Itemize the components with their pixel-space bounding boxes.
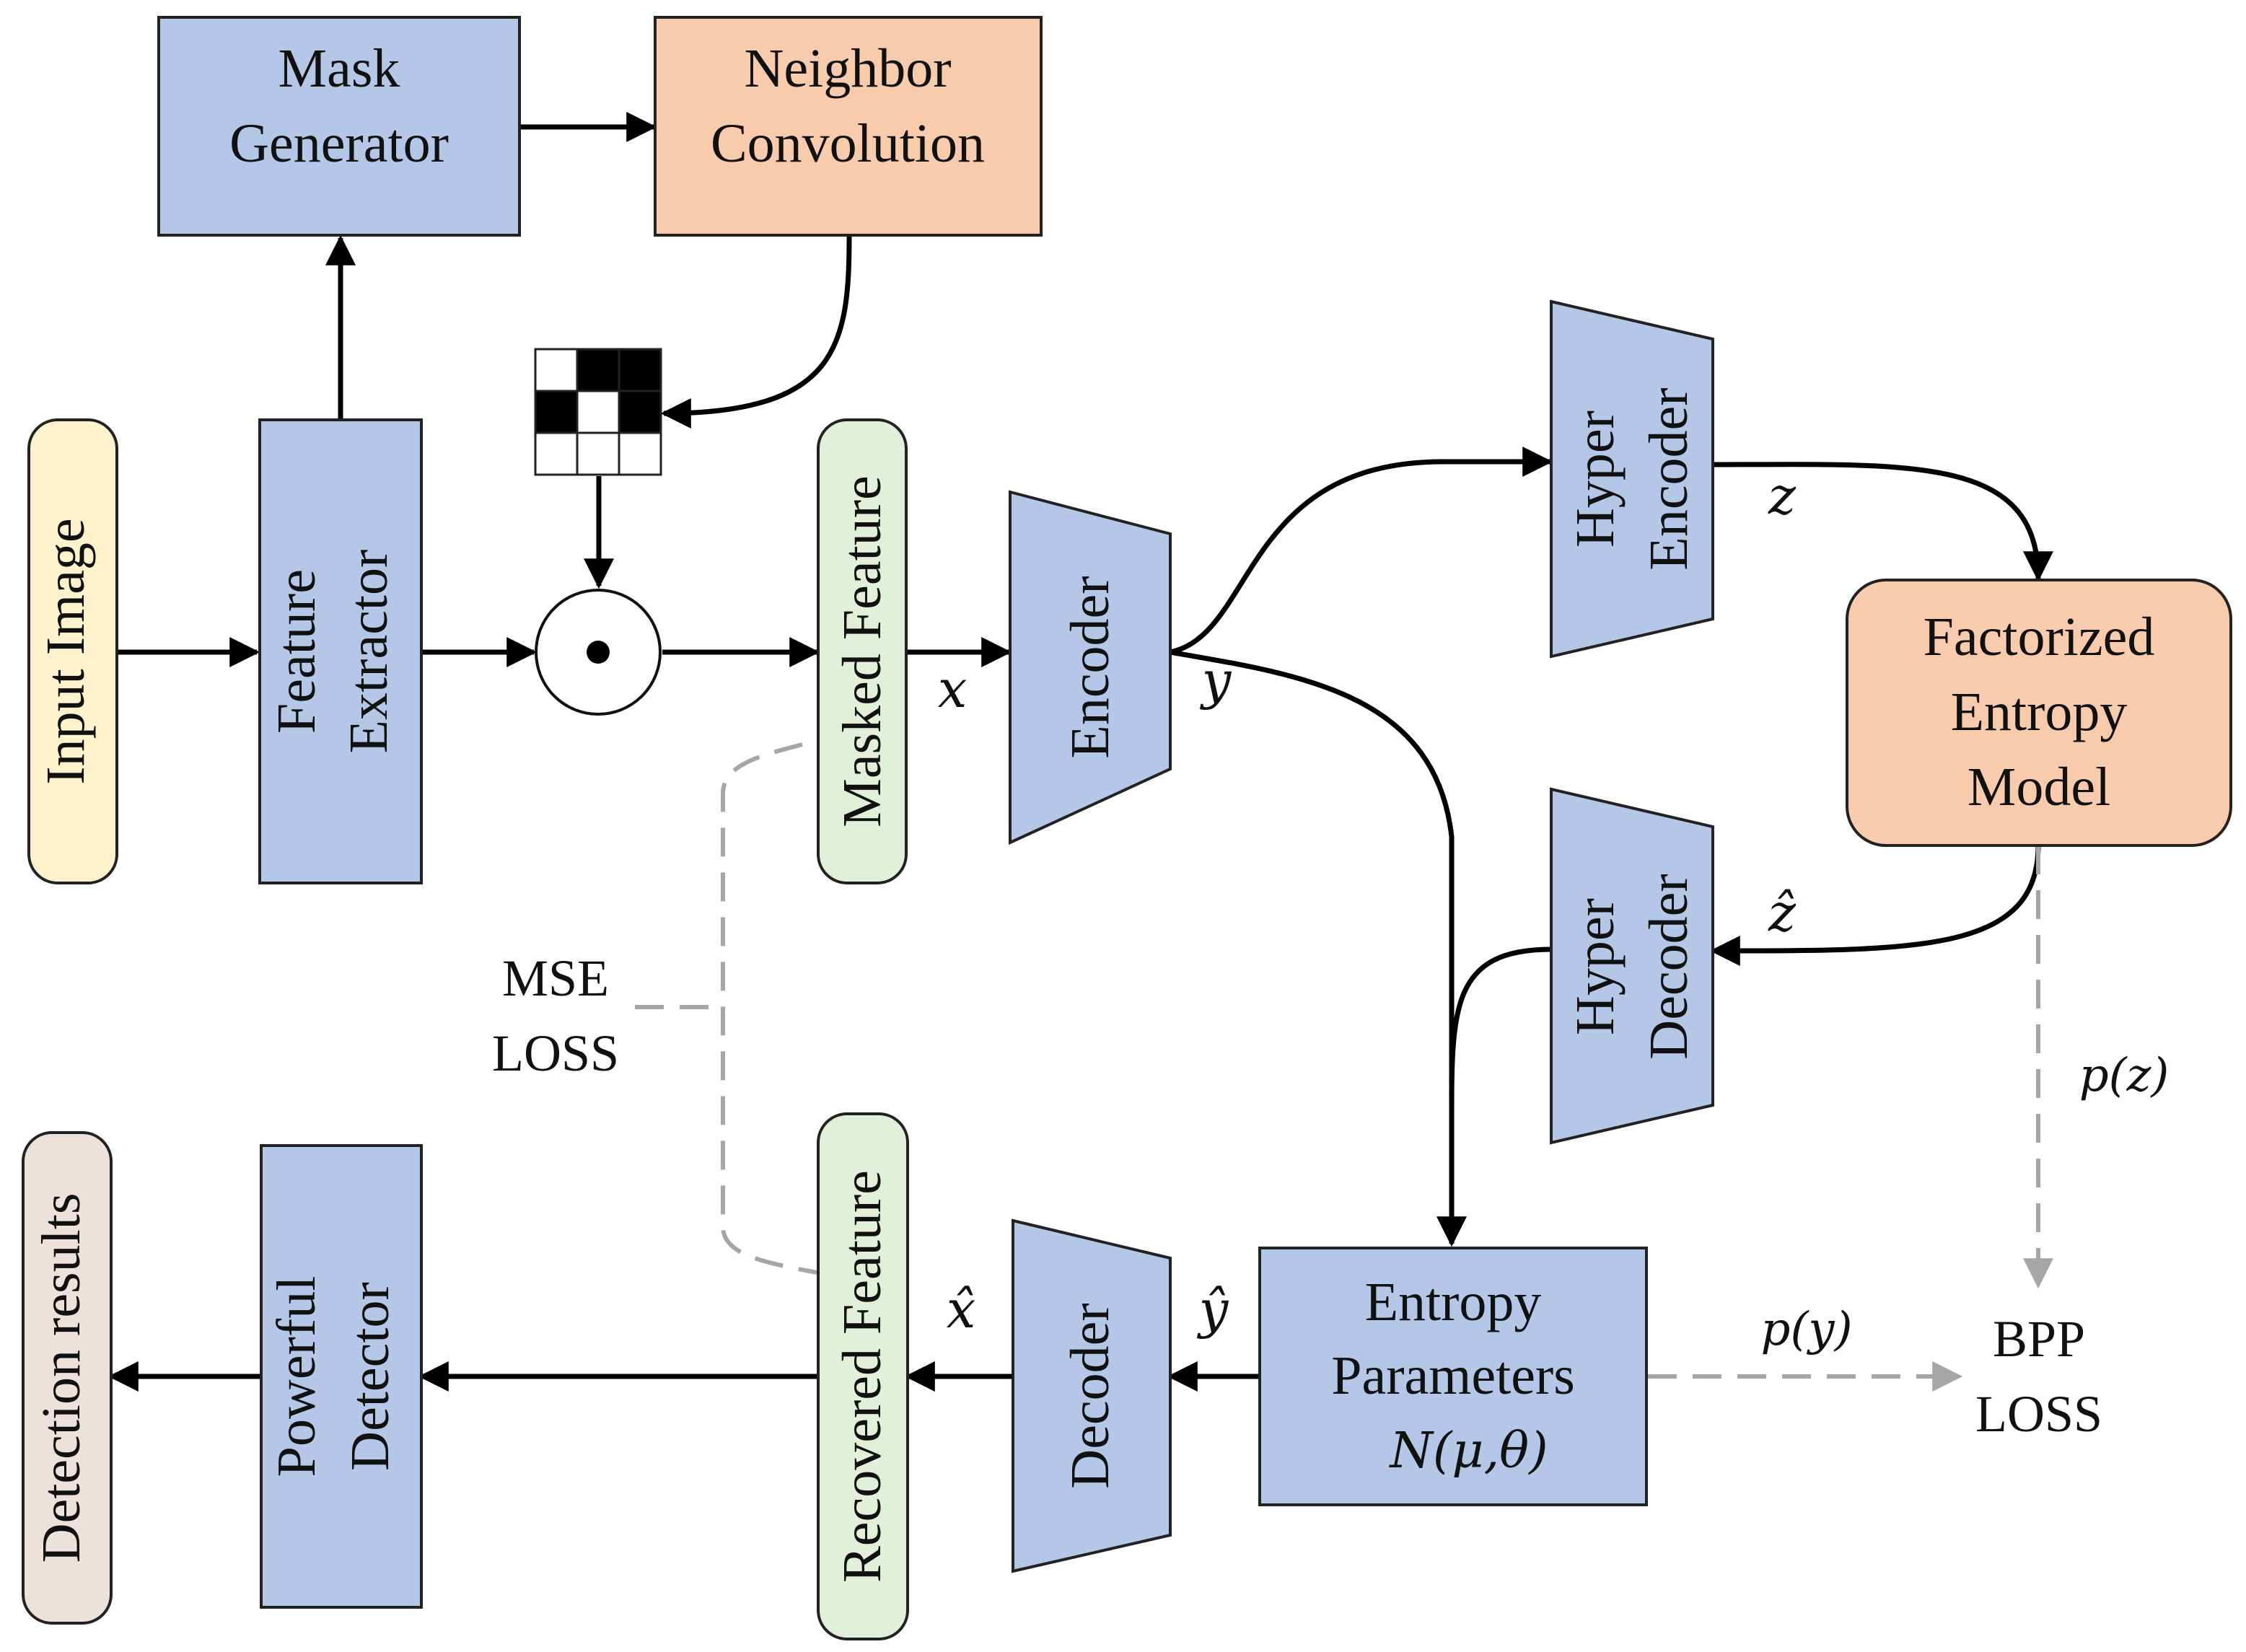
powerful-detector-label-2: Detector <box>340 1282 400 1471</box>
svg-text:BPP: BPP <box>1993 1310 2085 1368</box>
input-image-block: Input Image <box>27 418 118 884</box>
hyper-encoder-label-1: Hyper <box>1565 410 1626 548</box>
symbol-x: x <box>938 659 968 719</box>
encoder-label: Encoder <box>1060 576 1120 758</box>
hyper-encoder-label-2: Encoder <box>1639 387 1699 570</box>
mask-cell <box>618 390 662 434</box>
hyper-encoder-block: Hyper Encoder <box>1550 299 1714 659</box>
entropy-parameters-label-2: Parameters <box>1331 1345 1575 1406</box>
feature-extractor-label-2: Extractor <box>338 550 399 754</box>
detection-results-block: Detection results <box>22 1131 113 1625</box>
svg-text:Generator: Generator <box>229 113 449 174</box>
powerful-detector-block: Powerful Detector <box>260 1144 423 1609</box>
mask-generator-label-2: Generator <box>229 113 449 174</box>
mse-loss-label-2: LOSS <box>492 1024 619 1082</box>
svg-text:Model: Model <box>1968 757 2110 817</box>
decoder-block: Decoder <box>1012 1218 1172 1573</box>
mask-generator-block: Mask Generator <box>157 16 521 237</box>
feature-extractor-block: Feature Extractor <box>258 418 423 884</box>
factorized-entropy-model-label-1: Factorized <box>1923 607 2155 667</box>
input-image-label: Input Image <box>35 518 96 784</box>
svg-text:Convolution: Convolution <box>711 113 985 174</box>
mask-cell <box>534 390 579 434</box>
mask-cell <box>534 348 579 392</box>
bpp-loss-label-2: LOSS <box>1975 1385 2102 1443</box>
svg-text:Entropy: Entropy <box>1365 1272 1542 1332</box>
bpp-loss-label-1: BPP <box>1993 1310 2085 1368</box>
symbol-z: z <box>1768 465 1797 526</box>
recovered-feature-block: Recovered Feature <box>817 1112 909 1640</box>
hyper-decoder-label-2: Decoder <box>1639 874 1699 1059</box>
svg-text:Neighbor: Neighbor <box>744 38 951 99</box>
encoder-block: Encoder <box>1009 490 1172 845</box>
symbol-y-hat: ŷ <box>1197 1279 1229 1340</box>
hyper-decoder-block: Hyper Decoder <box>1550 787 1714 1145</box>
recovered-feature-label: Recovered Feature <box>832 1170 892 1583</box>
powerful-detector-label-1: Powerful <box>266 1276 327 1477</box>
symbol-y: y <box>1200 650 1232 711</box>
mse-loss-label: MSE LOSS <box>492 949 619 1082</box>
decoder-label: Decoder <box>1060 1303 1120 1488</box>
hyper-decoder-label-1: Hyper <box>1565 898 1626 1035</box>
entropy-parameters-formula: N(μ,θ) <box>1388 1423 1548 1480</box>
masked-feature-block: Masked Feature <box>817 418 908 884</box>
mask-cell <box>618 348 662 392</box>
entropy-parameters-block: Entropy Parameters N(μ,θ) <box>1258 1247 1648 1506</box>
symbol-p-y: p(y) <box>1760 1303 1852 1356</box>
svg-text:LOSS: LOSS <box>492 1024 619 1082</box>
symbol-p-z: p(z) <box>2079 1049 2170 1102</box>
factorized-entropy-model-label-2: Entropy <box>1951 682 2128 742</box>
svg-text:Entropy: Entropy <box>1951 682 2128 742</box>
arrow-encoder-to-hyper-encoder <box>1170 447 1553 655</box>
neighbor-convolution-label-1: Neighbor <box>744 38 951 99</box>
svg-text:Factorized: Factorized <box>1923 607 2155 667</box>
factorized-entropy-model-label-3: Model <box>1968 757 2110 817</box>
neighbor-convolution-block: Neighbor Convolution <box>654 16 1043 237</box>
factorized-entropy-model-block: Factorized Entropy Model <box>1846 579 2232 847</box>
mask-generator-label-1: Mask <box>278 38 400 99</box>
arrow-factorized-model-to-hyper-decoder <box>1709 845 2041 967</box>
binary-mask-grid <box>534 348 662 476</box>
entropy-parameters-label-1: Entropy <box>1365 1272 1542 1332</box>
mask-cell <box>534 431 579 476</box>
arrow-encoder-to-entropy-parameters <box>1170 649 1467 1247</box>
symbol-x-hat: x̂ <box>947 1279 976 1340</box>
masked-feature-label: Masked Feature <box>832 475 892 827</box>
hadamard-product-node <box>535 589 662 716</box>
svg-text:Parameters: Parameters <box>1331 1345 1575 1406</box>
svg-text:Mask: Mask <box>278 38 400 99</box>
neighbor-convolution-label-2: Convolution <box>711 113 985 174</box>
bpp-loss-label: BPP LOSS <box>1975 1310 2102 1443</box>
feature-extractor-label-1: Feature <box>266 569 327 734</box>
mse-loss-label-1: MSE <box>502 949 609 1007</box>
symbol-z-hat: ẑ <box>1768 882 1797 943</box>
mse-loss-path <box>721 742 817 1275</box>
svg-text:LOSS: LOSS <box>1975 1385 2102 1443</box>
mask-cell <box>618 431 662 476</box>
mask-cell <box>576 431 620 476</box>
arrow-neighbor-convolution-to-mask <box>660 236 852 429</box>
detection-results-label: Detection results <box>31 1193 92 1563</box>
mask-cell <box>576 348 620 392</box>
connectors <box>108 112 2053 1392</box>
arrow-hyper-decoder-to-entropy-parameters <box>1449 946 1552 1126</box>
mask-cell <box>576 390 620 434</box>
svg-text:MSE: MSE <box>502 949 609 1007</box>
svg-text:N(μ,θ): N(μ,θ) <box>1388 1423 1548 1480</box>
arrow-hyper-encoder-to-factorized-model <box>1712 462 2053 582</box>
hadamard-dot-icon <box>587 641 610 664</box>
